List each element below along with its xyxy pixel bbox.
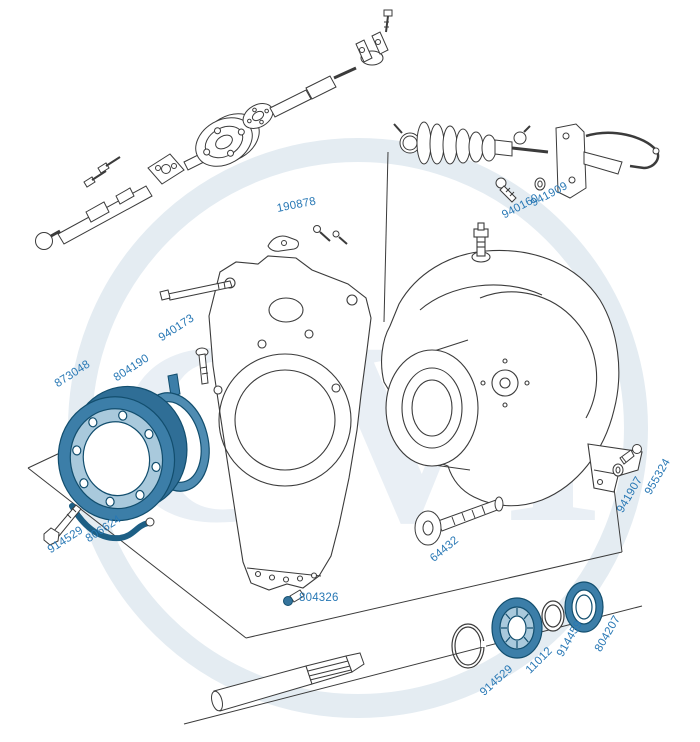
snap-ring-914529: [451, 623, 486, 669]
grease-nipple: [471, 222, 491, 263]
flange-yoke: [147, 153, 185, 185]
dowel-pin: [167, 373, 181, 397]
coupler-64432: [414, 496, 504, 546]
seal-kit: [451, 581, 604, 669]
plug-804326: [283, 589, 305, 606]
flange-ring-873048: [57, 385, 188, 522]
small-screws: [313, 225, 348, 245]
clip-bracket-190878: [267, 235, 299, 252]
ring-914459: [541, 600, 565, 632]
bearing-11012: [491, 597, 543, 659]
stud-bolt: [159, 280, 233, 301]
screw-940173: [195, 347, 209, 385]
washer-941909: [534, 177, 546, 191]
cable-bracket: [555, 123, 623, 199]
bolt-955324: [619, 444, 642, 465]
splined-shaft: [211, 652, 365, 712]
hose-806624: [69, 503, 155, 542]
washer-941907: [612, 463, 624, 477]
clamp-bolts: [83, 156, 121, 188]
bolt-940160-and-washer-941909: [495, 177, 546, 203]
yoke-bolt: [383, 9, 393, 33]
bolt-914529-left: [43, 504, 82, 546]
seal-804207: [564, 581, 604, 633]
u-joint-yoke: [355, 31, 389, 66]
drive-shaft-assembly: [35, 9, 393, 250]
bellows-assembly: [393, 121, 660, 199]
bell-housing: [381, 222, 643, 507]
bracket-bolt-and-washer: [612, 444, 642, 477]
bolt-940160: [495, 177, 517, 203]
panel-outline-lines: [27, 151, 623, 639]
shaft-axis-line: [183, 605, 643, 725]
mounting-plate: [208, 255, 372, 591]
plate-hardware: [159, 225, 348, 397]
